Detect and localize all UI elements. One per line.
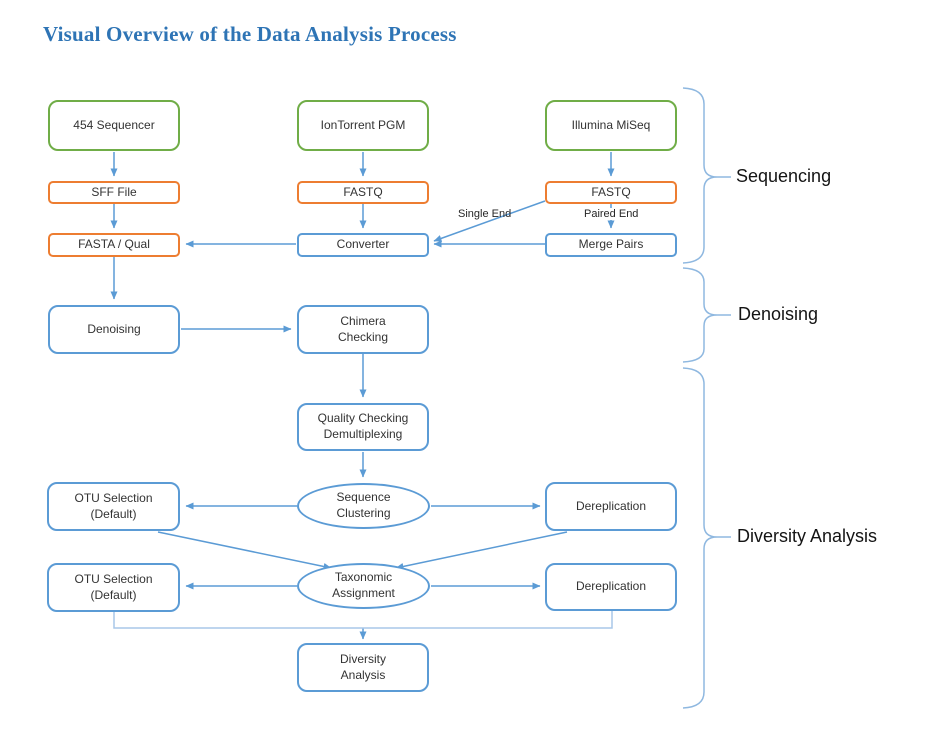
node-label-line1: Diversity xyxy=(339,651,386,666)
page-title: Visual Overview of the Data Analysis Pro… xyxy=(43,22,457,46)
node-fasta-qual: FASTA / Qual xyxy=(48,233,180,257)
node-label-line1: Taxonomic xyxy=(334,570,393,585)
stage-label-diversity-analysis: Diversity Analysis xyxy=(737,526,878,546)
node-dereplication-2: Dereplication xyxy=(545,563,677,611)
node-label-line1: Quality Checking xyxy=(317,411,409,426)
node-label-line2: Checking xyxy=(337,329,389,344)
node-otu-selection-2: OTU Selection (Default) xyxy=(47,563,180,612)
arrow-single-end xyxy=(433,200,546,242)
node-merge-pairs: Merge Pairs xyxy=(545,233,677,257)
node-label-line2: (Default) xyxy=(90,506,137,521)
brace-sequencing xyxy=(682,87,731,264)
node-label: Merge Pairs xyxy=(578,237,644,252)
node-label-line2: Assignment xyxy=(332,586,395,600)
node-label: Denoising xyxy=(87,321,141,336)
node-illumina-miseq: Illumina MiSeq xyxy=(545,100,677,151)
node-label-line1: Sequence xyxy=(336,490,391,505)
node-454-sequencer: 454 Sequencer xyxy=(48,100,180,151)
node-label-line1: OTU Selection xyxy=(74,571,153,586)
elbow-connector-to-diversity xyxy=(113,611,613,629)
edge-label-paired-end: Paired End xyxy=(582,208,641,220)
node-diversity-analysis: Diversity Analysis xyxy=(297,643,429,692)
node-label: Illumina MiSeq xyxy=(571,117,651,132)
node-label-line2: Clustering xyxy=(336,506,391,520)
node-label: Dereplication xyxy=(575,579,647,594)
node-converter: Converter xyxy=(297,233,429,257)
arrow-otu1-to-taxonomic xyxy=(157,531,332,570)
node-dereplication-1: Dereplication xyxy=(545,482,677,531)
node-sequence-clustering: Sequence Clustering xyxy=(297,483,430,529)
node-label: Converter xyxy=(336,237,390,252)
node-label: SFF File xyxy=(91,184,137,199)
arrow-derep1-to-taxonomic xyxy=(395,531,568,570)
node-taxonomic-assignment: Taxonomic Assignment xyxy=(297,563,430,609)
edge-label-single-end: Single End xyxy=(458,208,512,220)
stage-label-sequencing: Sequencing xyxy=(736,166,832,186)
brace-diversity xyxy=(682,367,731,709)
brace-denoising xyxy=(682,267,731,363)
node-sff-file: SFF File xyxy=(48,181,180,204)
node-quality-checking-demultiplexing: Quality Checking Demultiplexing xyxy=(297,403,429,451)
node-label-line2: Analysis xyxy=(340,667,386,682)
node-fastq-iontorrent: FASTQ xyxy=(297,181,429,204)
node-label-line1: OTU Selection xyxy=(74,490,153,505)
node-denoising: Denoising xyxy=(48,305,180,354)
node-label: Dereplication xyxy=(575,498,647,513)
node-label-line2: Demultiplexing xyxy=(323,427,403,441)
node-iontorrent-pgm: IonTorrent PGM xyxy=(297,100,429,151)
node-label: IonTorrent PGM xyxy=(320,117,406,132)
node-label: FASTQ xyxy=(343,184,383,199)
node-label-line1: Chimera xyxy=(340,313,386,328)
node-chimera-checking: Chimera Checking xyxy=(297,305,429,354)
node-fastq-illumina: FASTQ xyxy=(545,181,677,204)
node-otu-selection-1: OTU Selection (Default) xyxy=(47,482,180,531)
node-label: FASTQ xyxy=(591,184,631,199)
stage-label-denoising: Denoising xyxy=(738,304,819,324)
node-label: 454 Sequencer xyxy=(73,117,155,132)
node-label-line2: (Default) xyxy=(90,587,137,602)
node-label: FASTA / Qual xyxy=(78,237,150,252)
